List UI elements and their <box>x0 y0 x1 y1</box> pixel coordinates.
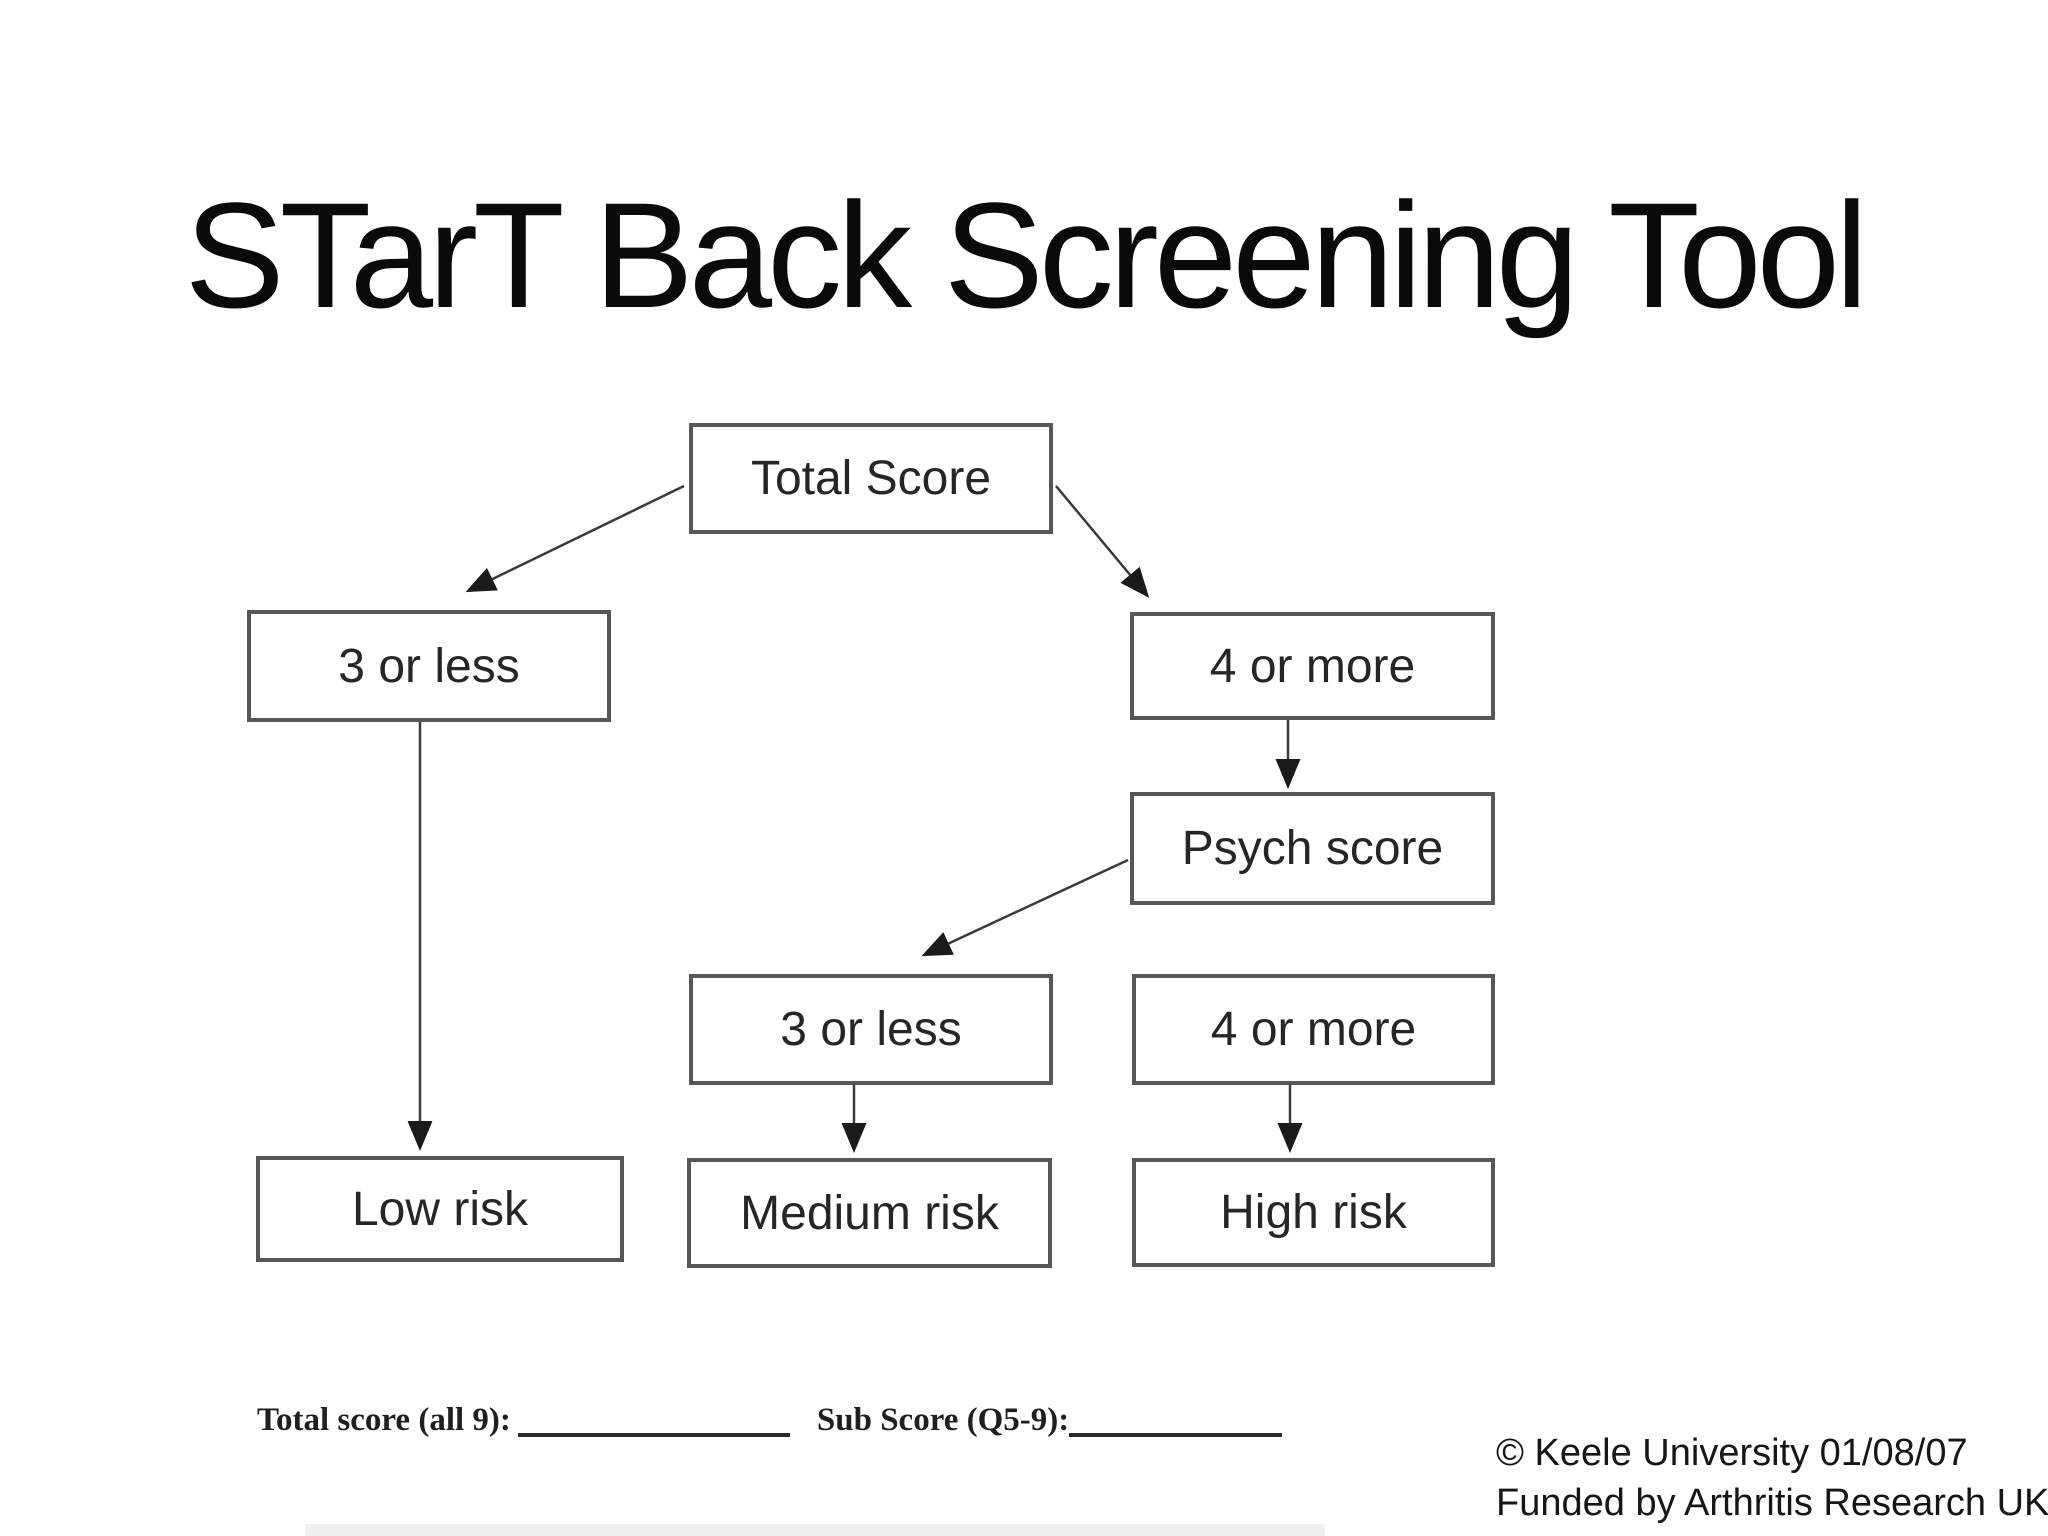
node-low-risk-label: Low risk <box>351 1182 529 1236</box>
credits-funding: Funded by Arthritis Research UK <box>1496 1482 2048 1524</box>
node-psych-score: Psych score <box>1130 792 1495 905</box>
node-total-4-or-more: 4 or more <box>1130 612 1495 720</box>
score-entry-line: Total score (all 9): Sub Score (Q5-9): <box>257 1402 1283 1439</box>
arrow-total-to-4ormore <box>1055 485 1150 598</box>
node-high-risk: High risk <box>1132 1158 1495 1267</box>
node-high-risk-label: High risk <box>1220 1186 1407 1239</box>
total-score-blank <box>517 1433 790 1437</box>
node-total-3-or-less: 3 or less <box>247 610 611 722</box>
sub-score-label: Sub Score (Q5-9): <box>816 1402 1070 1438</box>
credits: © Keele University 01/08/07 Funded by Ar… <box>1496 1428 2048 1528</box>
node-psych-3-or-less-label: 3 or less <box>780 1003 962 1056</box>
credits-copyright: © Keele University 01/08/07 <box>1496 1432 1968 1474</box>
node-medium-risk: Medium risk <box>687 1158 1052 1268</box>
total-score-label: Total score (all 9): <box>257 1402 511 1438</box>
arrow-total-to-3orless <box>465 484 685 593</box>
node-total-3-or-less-label: 3 or less <box>338 639 520 693</box>
node-psych-score-label: Psych score <box>1181 822 1444 875</box>
node-total-score: Total Score <box>689 423 1053 534</box>
node-psych-4-or-more-label: 4 or more <box>1210 1003 1417 1056</box>
node-low-risk: Low risk <box>256 1156 624 1262</box>
slide-title: STarT Back Screening Tool <box>184 171 1869 339</box>
node-total-score-label: Total Score <box>750 452 992 505</box>
node-medium-risk-label: Medium risk <box>740 1186 999 1240</box>
scan-edge-artifact <box>305 1524 1325 1536</box>
node-psych-4-or-more: 4 or more <box>1132 974 1495 1085</box>
node-total-4-or-more-label: 4 or more <box>1209 639 1416 693</box>
arrow-psych-to-3orless <box>921 858 1129 957</box>
node-psych-3-or-less: 3 or less <box>689 974 1053 1085</box>
sub-score-blank <box>1069 1433 1283 1437</box>
